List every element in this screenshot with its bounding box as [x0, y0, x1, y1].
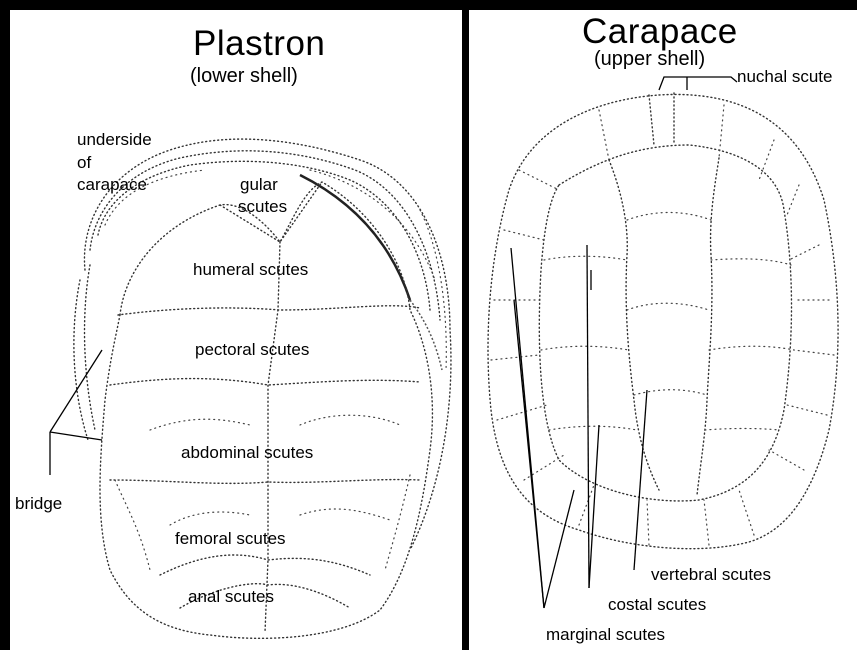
- costal-leader-1: [587, 245, 589, 588]
- nuchal-label: nuchal scute: [737, 67, 832, 86]
- gular-label-line1: gular: [240, 175, 278, 194]
- bridge-leader-2: [50, 432, 102, 440]
- nuchal-seam: [649, 93, 674, 145]
- underside-label-line1: underside: [77, 130, 152, 149]
- marginal-leader-2: [514, 300, 544, 608]
- vertebral-label: vertebral scutes: [651, 565, 771, 584]
- plastron-outline: [100, 182, 432, 638]
- carapace-panel: Carapace (upper shell): [469, 10, 857, 650]
- carapace-edge-line: [300, 175, 410, 300]
- costal-leader-2: [589, 425, 599, 588]
- femoral-anal-seam: [160, 555, 370, 575]
- bridge-leader-1: [50, 350, 102, 432]
- carapace-outer-outline: [488, 94, 838, 548]
- nuchal-leader: [659, 77, 737, 90]
- femoral-label: femoral scutes: [175, 529, 286, 548]
- marginal-leader-3: [544, 490, 574, 608]
- underside-label-line2: of: [77, 153, 91, 172]
- carapace-inner-ring: [539, 145, 791, 501]
- underside-label-line3: carapace: [77, 175, 147, 194]
- carapace-illustration: nuchal scute vertebral scutes costal scu…: [469, 10, 857, 650]
- pectoral-label: pectoral scutes: [195, 340, 309, 359]
- anal-label: anal scutes: [188, 587, 274, 606]
- abdominal-label: abdominal scutes: [181, 443, 313, 462]
- gular-label-line2: scutes: [238, 197, 287, 216]
- vertebral-column: [609, 160, 659, 490]
- costal-label: costal scutes: [608, 595, 706, 614]
- humeral-pectoral-seam: [118, 306, 420, 315]
- pectoral-abdominal-seam: [110, 379, 420, 385]
- plastron-panel: Plastron (lower shell): [10, 10, 462, 650]
- plastron-midline: [265, 242, 280, 632]
- marginal-label: marginal scutes: [546, 625, 665, 644]
- abdominal-femoral-seam: [110, 480, 420, 484]
- plastron-illustration: underside of carapace gular scutes humer…: [10, 10, 462, 650]
- humeral-label: humeral scutes: [193, 260, 308, 279]
- bridge-label: bridge: [15, 494, 62, 513]
